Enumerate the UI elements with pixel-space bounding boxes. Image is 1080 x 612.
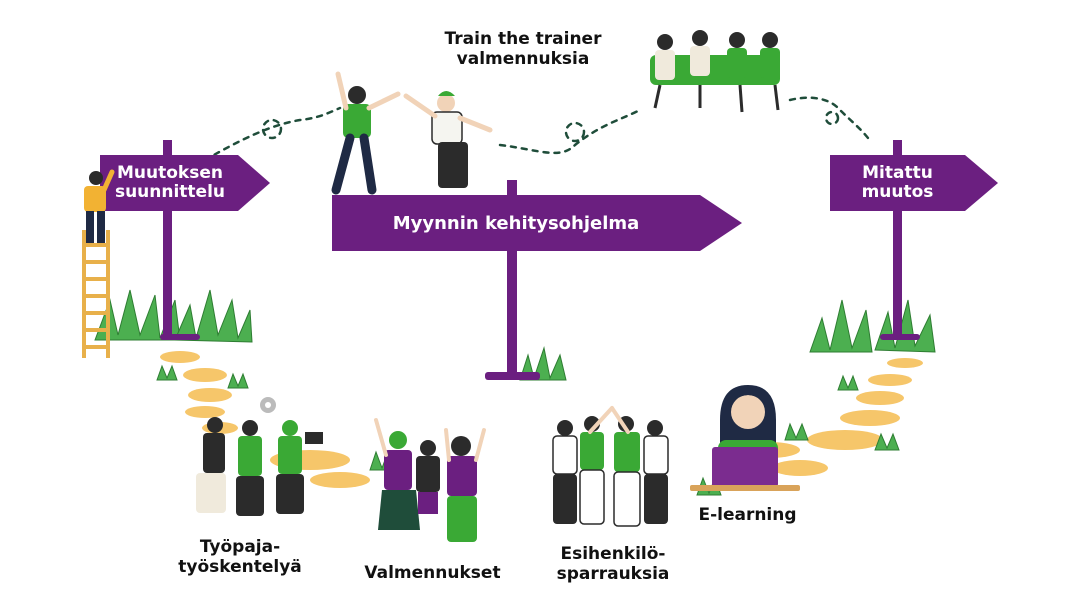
sign-left-line1: Muutoksen [117,163,223,183]
group-meeting-icon [650,30,780,113]
high-five-people-icon [331,71,493,195]
label-sparring: Esihenkilö- sparrauksia [548,544,678,584]
sign-muutoksen-suunnittelu [100,155,270,211]
sign-left-label: Muutoksen suunnittelu [100,164,240,202]
label-workshop-line1: Työpaja- [199,537,281,557]
sign-posts [160,140,920,380]
label-workshop-line2: työskentelyä [178,557,302,577]
label-train-the-trainer: Train the trainer valmennuksia [418,29,628,69]
label-sparring-line1: Esihenkilö- [560,544,666,564]
sign-center-label: Myynnin kehitysohjelma [392,213,640,234]
team-high-five-icon [552,406,669,527]
worker-icon [84,169,115,243]
label-e-learning: E-learning [698,505,797,525]
sign-right-line2: muutos [861,182,934,202]
sign-left-line2: suunnittelu [114,182,226,202]
sign-mitattu-muutos [830,155,998,211]
sign-right-line1: Mitattu [862,163,933,183]
label-train-line2: valmennuksia [456,49,590,69]
sign-right-label: Mitattu muutos [830,164,965,202]
label-valmennukset: Valmennukset [364,563,501,583]
label-workshop: Työpaja- työskentelyä [170,537,310,577]
laptop-woman-icon [690,385,800,491]
gear-icon [260,397,276,413]
cheering-people-icon [374,418,486,542]
ladder-icon [82,230,110,358]
label-sparring-line2: sparrauksia [556,564,670,584]
dotted-journey-path [203,96,870,162]
label-train-line1: Train the trainer [444,29,602,49]
sign-myynnin-kehitysohjelma [332,195,742,251]
workshop-people-icon [196,417,323,516]
